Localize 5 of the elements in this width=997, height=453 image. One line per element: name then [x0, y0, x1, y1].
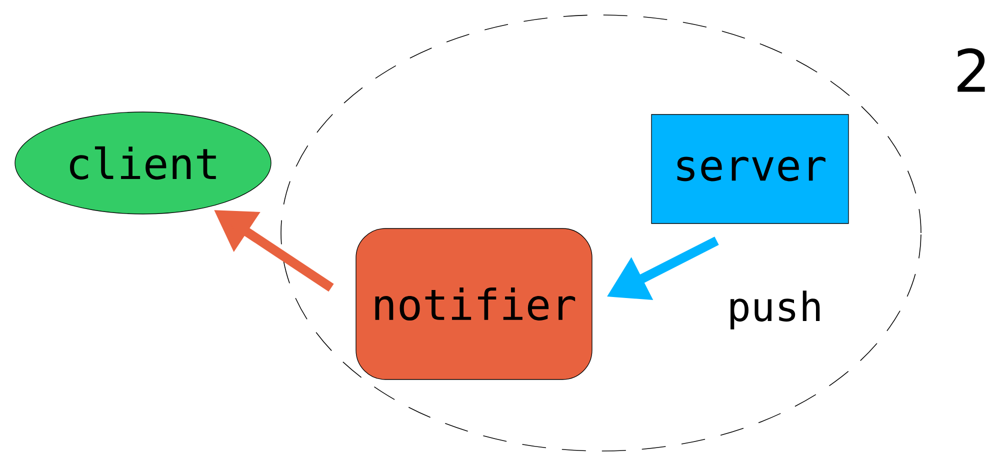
panel-number: 2	[958, 48, 985, 92]
box: server	[651, 114, 849, 224]
rounded-box: notifier	[356, 228, 592, 380]
ellipse-node: client	[14, 112, 272, 214]
edge-label: push	[730, 290, 820, 330]
